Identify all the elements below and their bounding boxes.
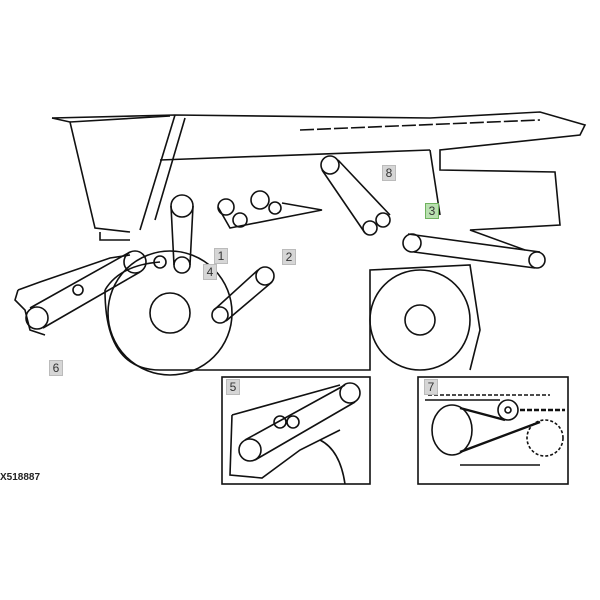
callout-3-highlighted: 3 — [425, 203, 439, 219]
inset-5 — [221, 376, 371, 485]
belt-3 — [402, 233, 546, 269]
callout-7: 7 — [424, 379, 438, 395]
belt-2 — [217, 190, 323, 229]
belt-1 — [153, 194, 194, 274]
callout-4: 4 — [203, 264, 217, 280]
wheels — [107, 250, 471, 376]
callout-8: 8 — [382, 165, 396, 181]
belt-8 — [320, 155, 391, 236]
callout-5: 5 — [226, 379, 240, 395]
combine-body-outline — [14, 111, 587, 371]
belt-6 — [25, 250, 147, 330]
callout-1: 1 — [214, 248, 228, 264]
belt-4 — [211, 266, 275, 324]
callout-2: 2 — [282, 249, 296, 265]
inset-7 — [417, 376, 569, 485]
figure-code: X518887 — [0, 472, 41, 483]
callout-6: 6 — [49, 360, 63, 376]
